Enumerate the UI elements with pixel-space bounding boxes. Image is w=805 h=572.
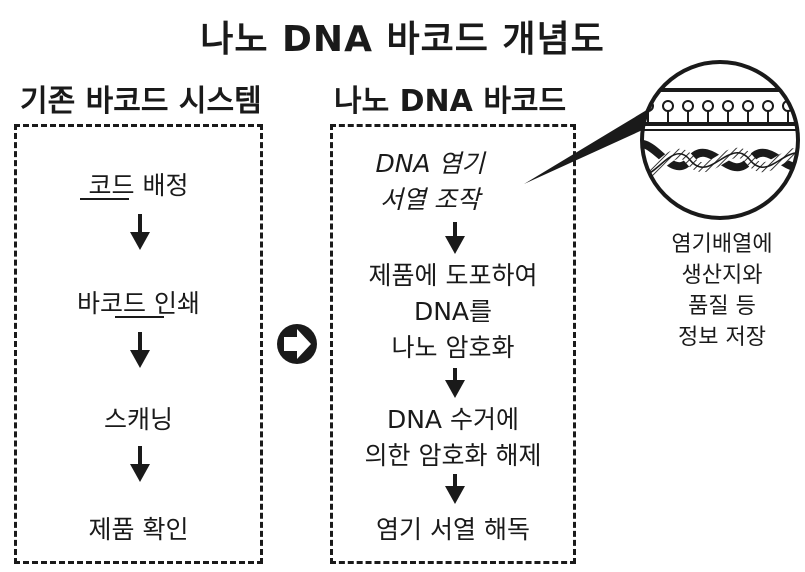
right-step-2-line-2: DNA를 [413, 297, 493, 326]
callout-pointer [524, 108, 660, 184]
right-step-2-line-3: 나노 암호화 [391, 333, 515, 362]
right-step-3-line-1: DNA 수거에 [386, 405, 519, 434]
left-step-4: 제품 확인 [88, 515, 189, 544]
left-step-2: 바코드 인쇄 [77, 289, 200, 318]
right-arrow-2 [445, 368, 465, 398]
left-step-3: 스캐닝 [103, 405, 173, 434]
side-note: 염기배열에 생산지와 품질 등 정보 저장 [642, 229, 802, 353]
right-panel-heading: 나노 DNA 바코드 [334, 84, 567, 119]
right-arrow-1 [445, 222, 465, 254]
right-step-3: DNA 수거에 의한 암호화 해제 [330, 402, 576, 474]
side-note-line-1: 염기배열에 [671, 232, 773, 257]
right-step-3-line-2: 의한 암호화 해제 [364, 441, 542, 470]
side-note-line-3: 품질 등 [688, 294, 756, 319]
right-step-1-line-1: DNA 염기 [375, 149, 485, 178]
left-step-1: 코드 배정 [88, 171, 189, 200]
right-panel-box [330, 124, 576, 564]
left-arrow-1 [130, 214, 150, 250]
side-note-line-4: 정보 저장 [678, 325, 766, 350]
right-step-1-line-2: 서열 조작 [380, 185, 480, 214]
transition-arrow-icon [277, 324, 317, 364]
left-arrow-3 [130, 446, 150, 482]
left-arrow-2 [130, 332, 150, 368]
magnified-dna-icon [640, 60, 800, 220]
left-panel-heading: 기존 바코드 시스템 [20, 84, 262, 119]
left-panel-box [14, 124, 263, 564]
right-step-1: DNA 염기 서열 조작 [330, 146, 530, 218]
side-note-line-2: 생산지와 [681, 263, 763, 288]
right-step-2-line-1: 제품에 도포하여 [368, 261, 538, 290]
right-step-2: 제품에 도포하여 DNA를 나노 암호화 [330, 258, 576, 366]
right-arrow-3 [445, 474, 465, 504]
diagram-title: 나노 DNA 바코드 개념도 [200, 19, 605, 60]
right-step-4: 염기 서열 해독 [376, 515, 530, 544]
